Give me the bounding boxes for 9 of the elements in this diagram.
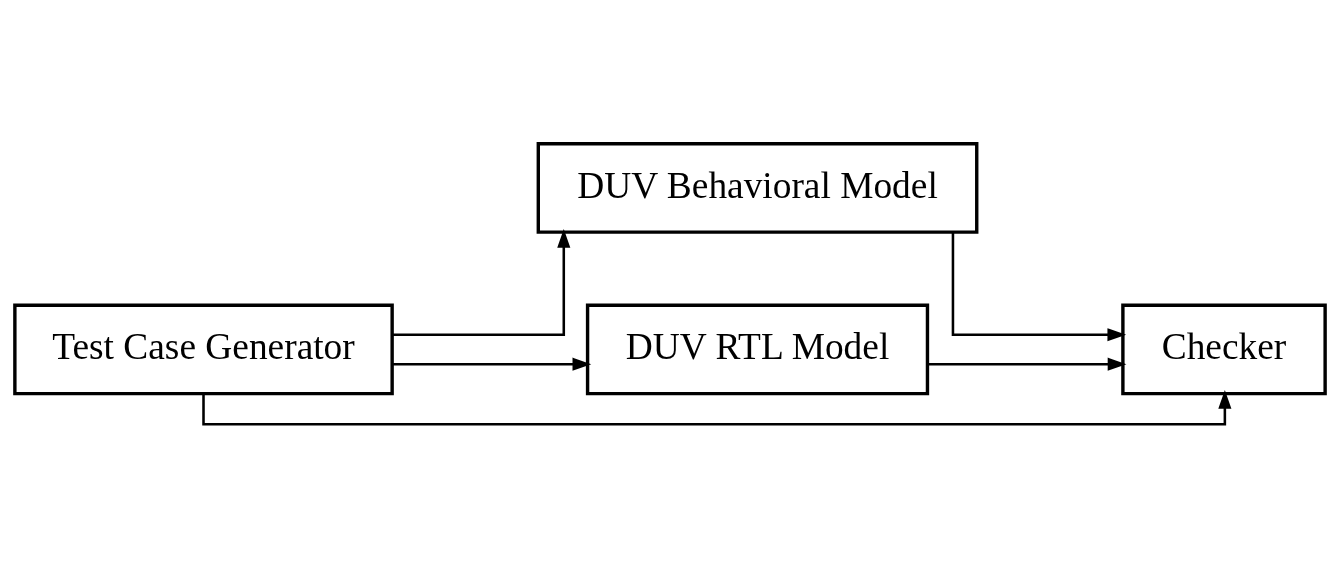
node-box: DUV RTL Model: [585, 303, 930, 395]
arrow: [951, 232, 1127, 341]
arrow: [927, 357, 1127, 371]
arrow: [202, 389, 1232, 425]
node-box: DUV Behavioral Model: [536, 141, 979, 234]
node-box: Test Case Generator: [13, 303, 394, 395]
arrow: [392, 357, 592, 371]
arrow: [392, 228, 571, 336]
node-box: Checker: [1121, 303, 1327, 395]
